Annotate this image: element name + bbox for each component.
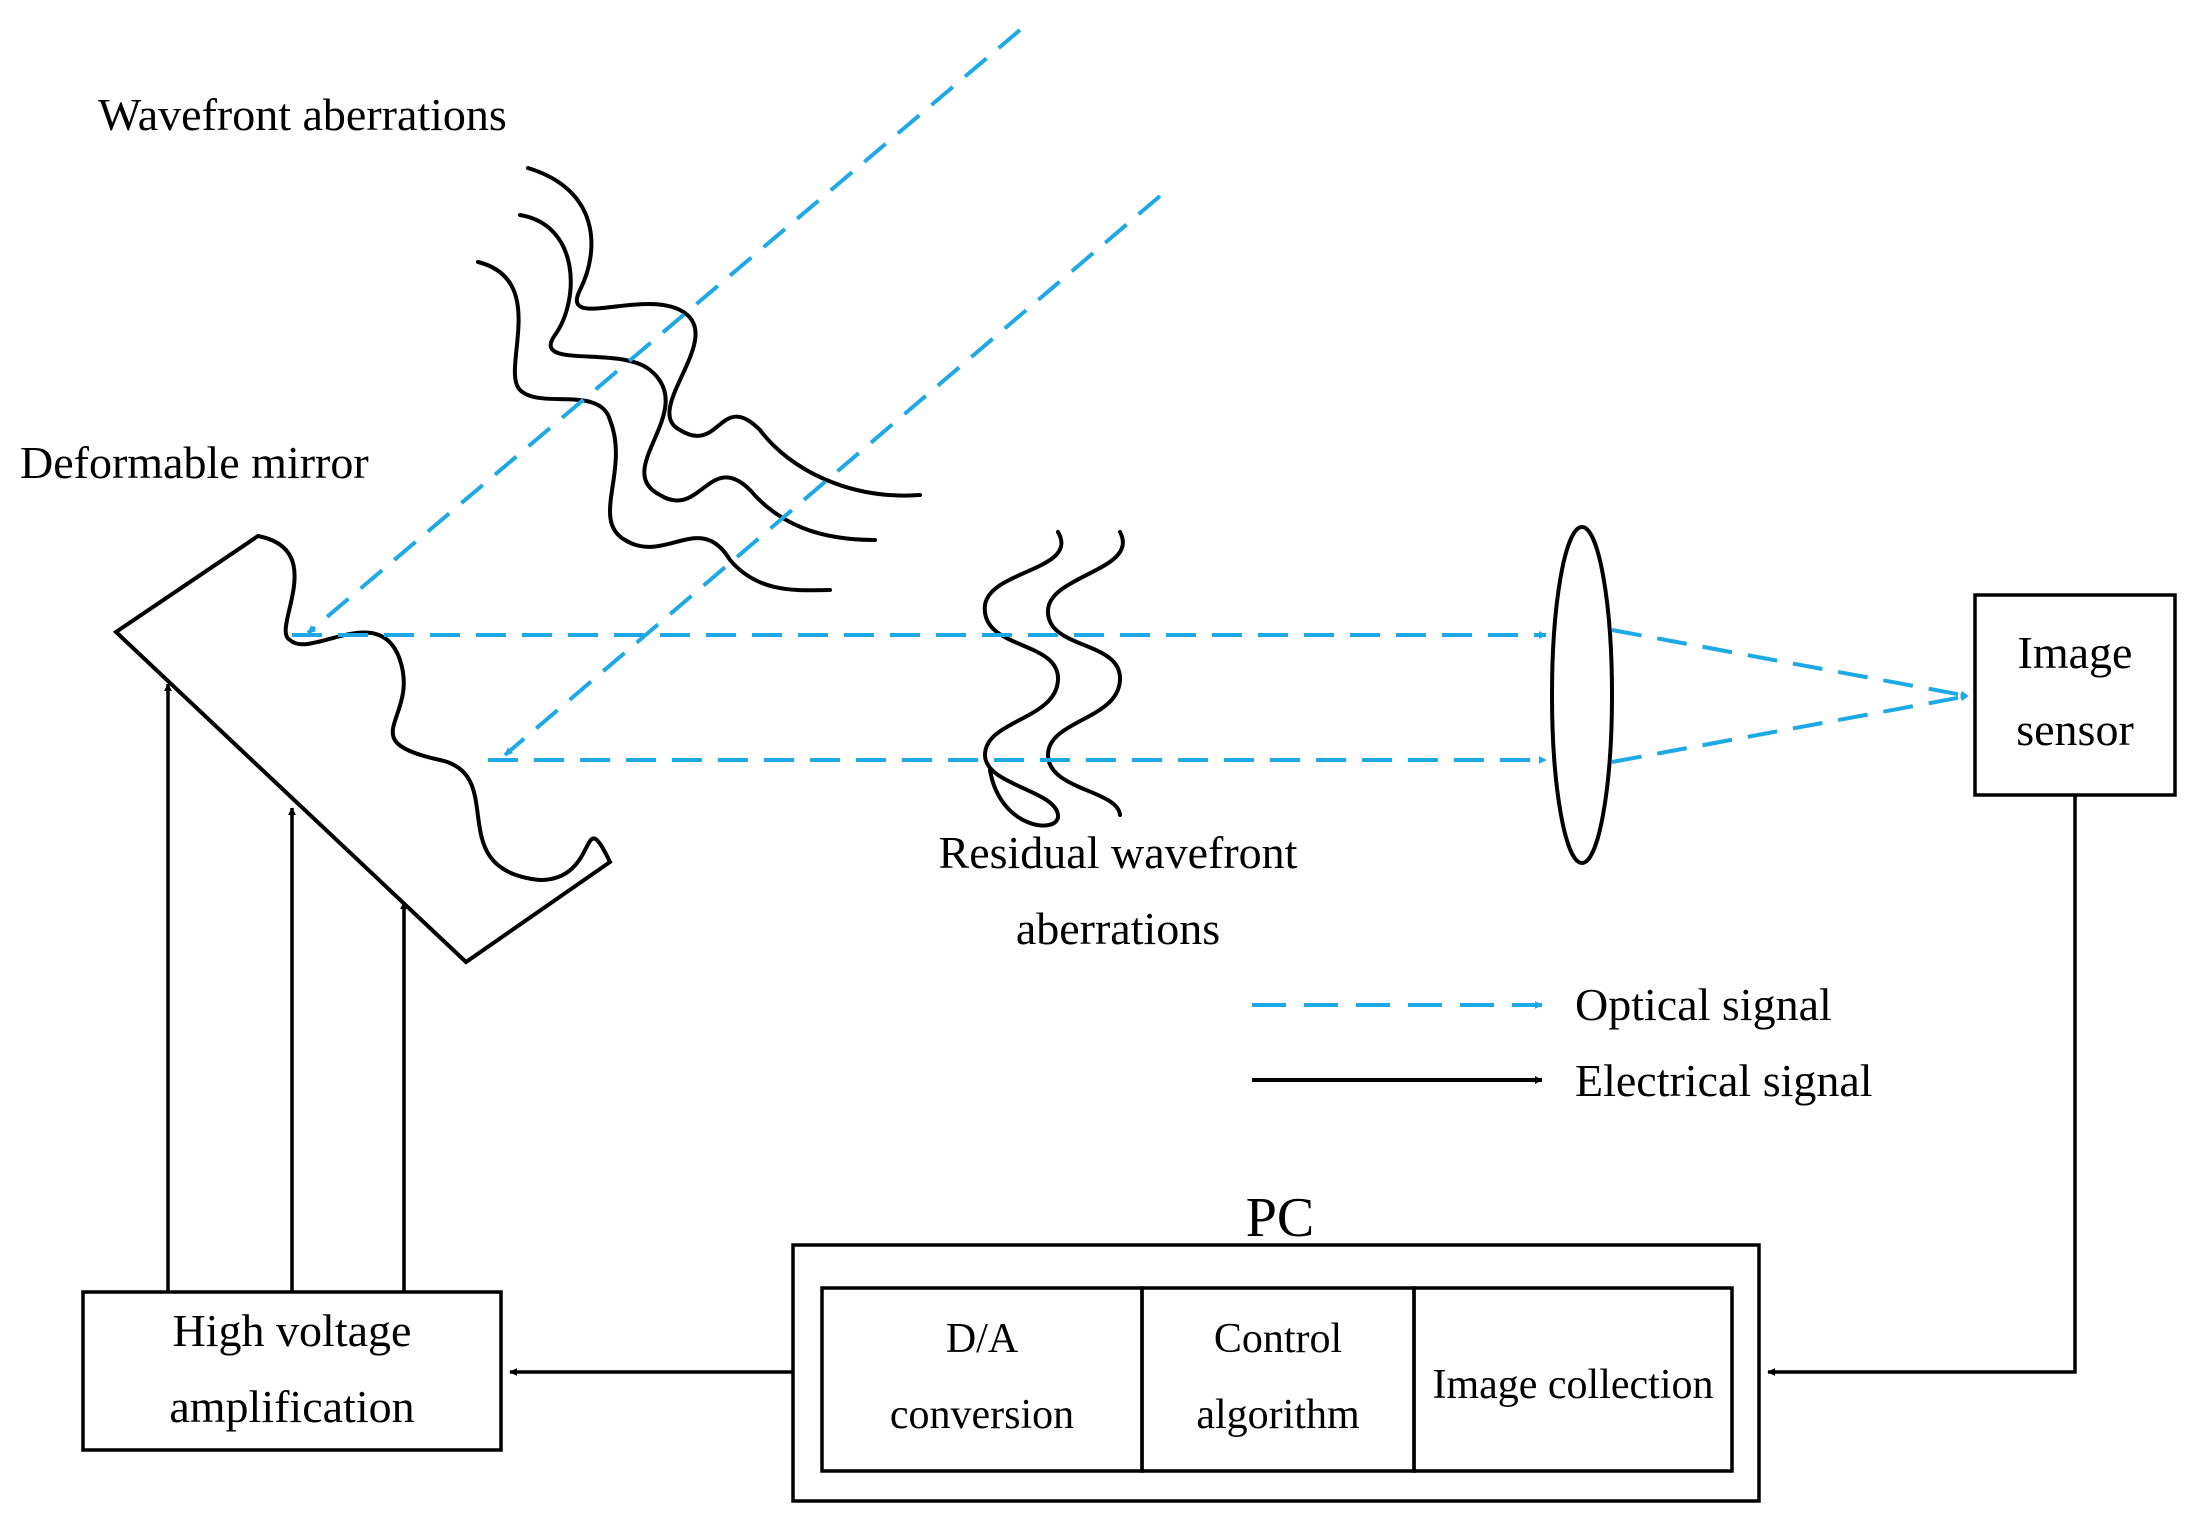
incoming-wave-3 — [476, 260, 832, 593]
residual-wave-1 — [982, 530, 1064, 828]
pc-label: PC — [1246, 1187, 1315, 1249]
incoming-wavefronts — [476, 166, 922, 593]
deformable-mirror — [112, 533, 613, 965]
high-voltage-amplifier: High voltage amplification — [81, 1290, 503, 1452]
control-label-line2: algorithm — [1196, 1392, 1360, 1438]
wavefront-aberrations-label: Wavefront aberrations — [98, 89, 507, 140]
incoming-ray-1 — [306, 28, 1022, 635]
sensor-to-pc-wire — [1767, 795, 2077, 1376]
legend: Optical signal Electrical signal — [1252, 979, 1873, 1106]
da-label-line2: conversion — [890, 1392, 1074, 1438]
image-sensor-label-line1: Image — [2018, 627, 2133, 678]
high-voltage-label-line2: amplification — [169, 1381, 414, 1432]
control-label-line1: Control — [1214, 1316, 1342, 1362]
deformable-mirror-label: Deformable mirror — [20, 437, 369, 488]
residual-wave-2 — [1045, 530, 1125, 817]
lens — [1550, 525, 1614, 865]
focus-ray-1 — [1611, 628, 1969, 699]
residual-aberrations-label-line2: aberrations — [1016, 903, 1220, 954]
incoming-ray-2 — [503, 194, 1162, 757]
residual-aberrations-label-line1: Residual wavefront — [939, 827, 1298, 878]
da-label-line1: D/A — [946, 1316, 1019, 1362]
residual-wavefronts — [982, 530, 1125, 828]
legend-optical-label: Optical signal — [1575, 979, 1832, 1030]
high-voltage-label-line1: High voltage — [173, 1305, 412, 1356]
pc-box: D/A conversion Control algorithm Image c… — [791, 1243, 1761, 1503]
incoming-wave-1 — [526, 166, 922, 498]
focus-ray-2 — [1611, 693, 1969, 764]
incoming-wave-2 — [518, 213, 877, 542]
image-collection-box — [1412, 1286, 1734, 1473]
image-sensor: Image sensor — [1973, 593, 2177, 797]
image-collection-label: Image collection — [1432, 1362, 1713, 1408]
image-sensor-label-line2: sensor — [2016, 704, 2134, 755]
legend-electrical-label: Electrical signal — [1575, 1055, 1873, 1106]
